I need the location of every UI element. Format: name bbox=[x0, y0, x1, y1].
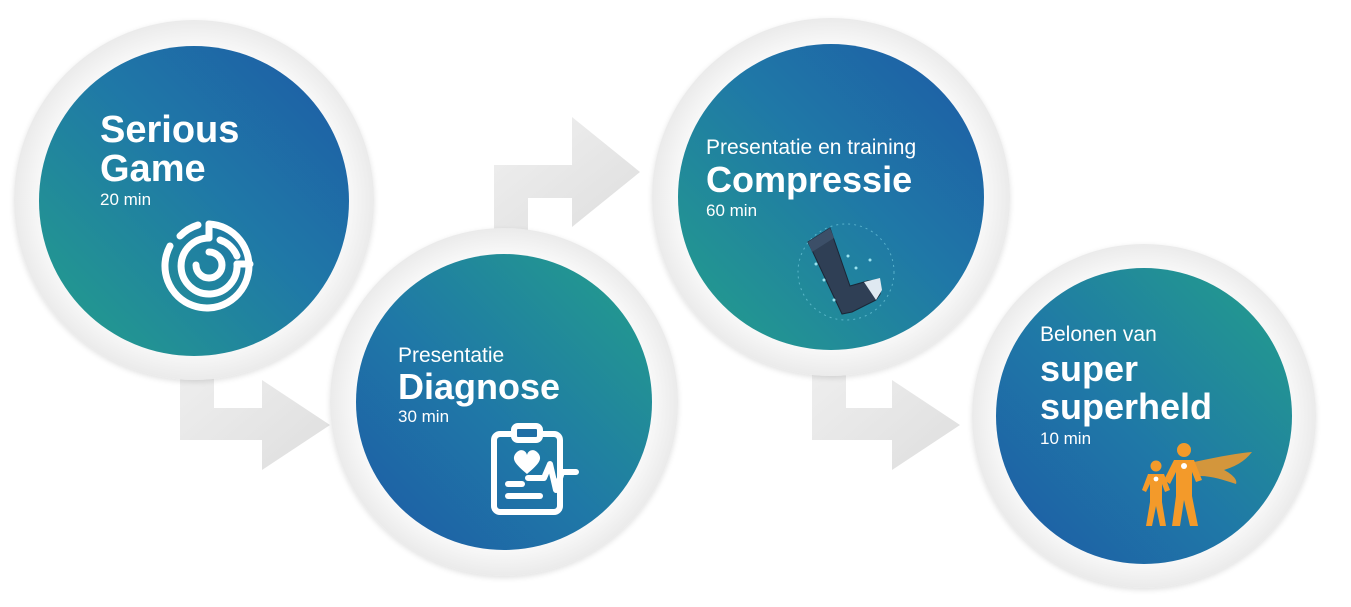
arrow-step2-to-step3 bbox=[494, 117, 640, 230]
step4-subtitle: Belonen van bbox=[1040, 323, 1157, 346]
step4-duration: 10 min bbox=[1040, 429, 1092, 448]
step1-title-line1: Serious bbox=[100, 109, 240, 151]
step4-title-line1: super bbox=[1040, 348, 1139, 389]
arrow-step3-to-step4 bbox=[812, 345, 960, 470]
step4-disc bbox=[996, 268, 1292, 564]
step2-disc bbox=[356, 254, 652, 550]
step3-title: Compressie bbox=[706, 159, 913, 200]
step1-title-line2: Game bbox=[100, 148, 206, 190]
step1-duration: 20 min bbox=[100, 190, 152, 209]
step2-subtitle: Presentatie bbox=[398, 344, 505, 367]
step3-subtitle: Presentatie en training bbox=[706, 136, 917, 159]
superheroes-icon bbox=[1142, 443, 1252, 526]
step2-title: Diagnose bbox=[398, 366, 561, 407]
step3-duration: 60 min bbox=[706, 201, 758, 220]
compression-stocking-icon bbox=[797, 223, 895, 321]
step3-disc bbox=[678, 44, 984, 350]
clipboard-heart-icon bbox=[491, 423, 579, 515]
arrow-step1-to-step2 bbox=[180, 345, 330, 470]
maze-icon bbox=[161, 220, 254, 312]
step4-title-line2: superheld bbox=[1040, 386, 1213, 427]
step2-duration: 30 min bbox=[398, 407, 450, 426]
